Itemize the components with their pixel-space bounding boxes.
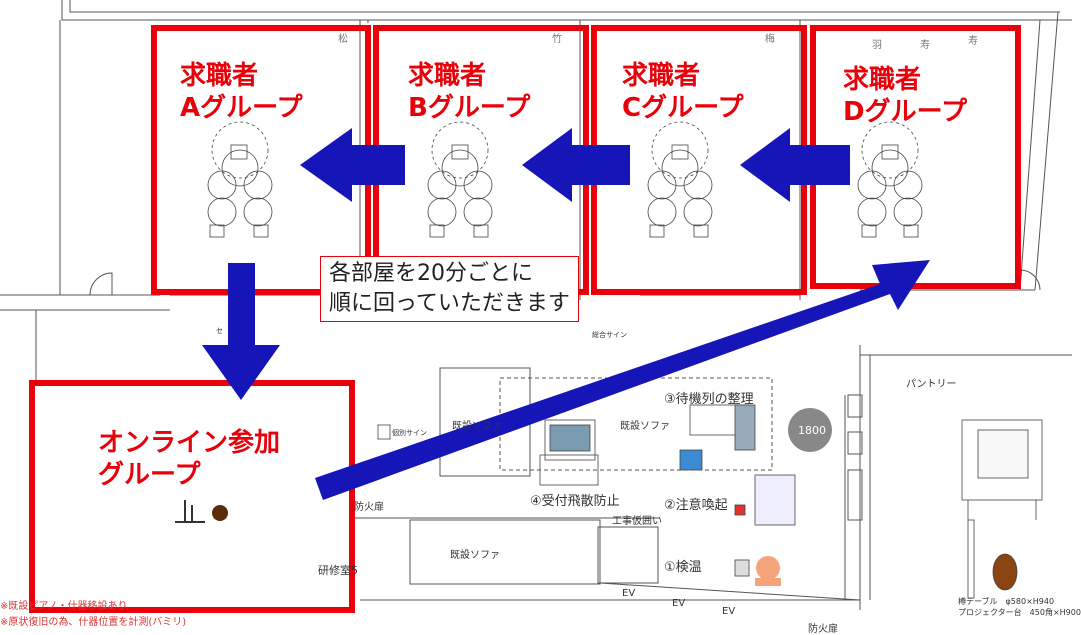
room-b-corner: 竹 xyxy=(552,34,562,45)
note-restore: ※原状復旧の為、什器位置を計測(バミリ) xyxy=(0,617,187,628)
sofa-label-3: 既設ソファ xyxy=(450,550,500,561)
round-table-label: 1800 xyxy=(798,424,826,437)
arrow-b-to-a-icon xyxy=(300,128,405,202)
room-a-corner: 松 xyxy=(338,34,348,45)
room-a-furniture xyxy=(207,121,273,238)
step-queue: ③待機列の整理 xyxy=(664,392,754,407)
ev-label-1: EV xyxy=(622,588,636,599)
arrow-a-to-online-icon xyxy=(202,263,280,400)
room-a-label-line1: 求職者 xyxy=(180,61,259,91)
room-d-corner-left: 羽 xyxy=(872,40,882,51)
sign-label-1: 総合サイン xyxy=(592,331,627,339)
room-c-label-line1: 求職者 xyxy=(622,61,701,91)
room-d-label-line2: Dグループ xyxy=(843,97,968,127)
lobby-equipment xyxy=(175,404,1043,599)
sofa-label-2: 既設ソファ xyxy=(620,421,670,432)
room-b-furniture xyxy=(427,121,493,238)
room-d-furniture xyxy=(857,121,923,238)
room-c-label-line2: Cグループ xyxy=(622,93,744,123)
room-d-corner: 寿 xyxy=(968,36,978,47)
ev-label-3: EV xyxy=(722,606,736,617)
arrow-d-to-c-icon xyxy=(740,128,850,202)
room-a-label-line2: Aグループ xyxy=(180,93,303,123)
construction-label: 工事仮囲い xyxy=(612,516,662,527)
fire-door-label-2: 防火扉 xyxy=(808,624,838,635)
sofa-label-1: 既設ソファ xyxy=(452,421,502,432)
online-room-border xyxy=(29,380,355,613)
rotation-callout-line1: 各部屋を20分ごとに xyxy=(329,261,533,286)
room-d-label-line1: 求職者 xyxy=(843,65,922,95)
online-room-label-line1: オンライン参加 xyxy=(98,428,281,458)
fire-door-label-1: 防火扉 xyxy=(354,502,384,513)
step-caution: ②注意喚起 xyxy=(664,498,728,513)
equipment-note-2: プロジェクター台 450角×H900 xyxy=(958,608,1081,617)
walls xyxy=(0,0,1072,610)
room-d-label: 求職者 Dグループ xyxy=(843,64,967,128)
flow-arrows xyxy=(202,128,930,500)
ev-label-2: EV xyxy=(672,598,686,609)
room-b-label-line1: 求職者 xyxy=(408,61,487,91)
room-b-label: 求職者 Bグループ xyxy=(408,60,530,124)
room-c-furniture xyxy=(647,121,713,238)
sign-label-3: セ xyxy=(216,327,223,335)
sign-label-2: 個別サイン xyxy=(392,429,427,437)
arrow-online-to-d-icon xyxy=(315,260,930,500)
room-d-corner-mid: 寿 xyxy=(920,40,930,51)
rotation-callout-line2: 順に回っていただきます xyxy=(329,291,570,316)
online-room-label: オンライン参加 グループ xyxy=(98,427,280,491)
online-room-name: 研修室5 xyxy=(318,564,358,577)
room-b-label-line2: Bグループ xyxy=(408,93,531,123)
room-c-label: 求職者 Cグループ xyxy=(622,60,744,124)
rotation-callout: 各部屋を20分ごとに 順に回っていただきます xyxy=(320,256,579,322)
arrow-c-to-b-icon xyxy=(522,128,630,202)
note-piano: ※既設ピアノ・什器移設あり xyxy=(0,601,128,612)
step-temp: ①検温 xyxy=(664,560,702,575)
room-c-corner: 梅 xyxy=(765,34,775,45)
online-room-label-line2: グループ xyxy=(98,460,201,490)
step-splash: ④受付飛散防止 xyxy=(530,494,620,509)
equipment-note-1: 樽テーブル φ580×H940 xyxy=(958,597,1055,606)
pantry-label: パントリー xyxy=(906,379,957,390)
room-a-label: 求職者 Aグループ xyxy=(180,60,303,124)
